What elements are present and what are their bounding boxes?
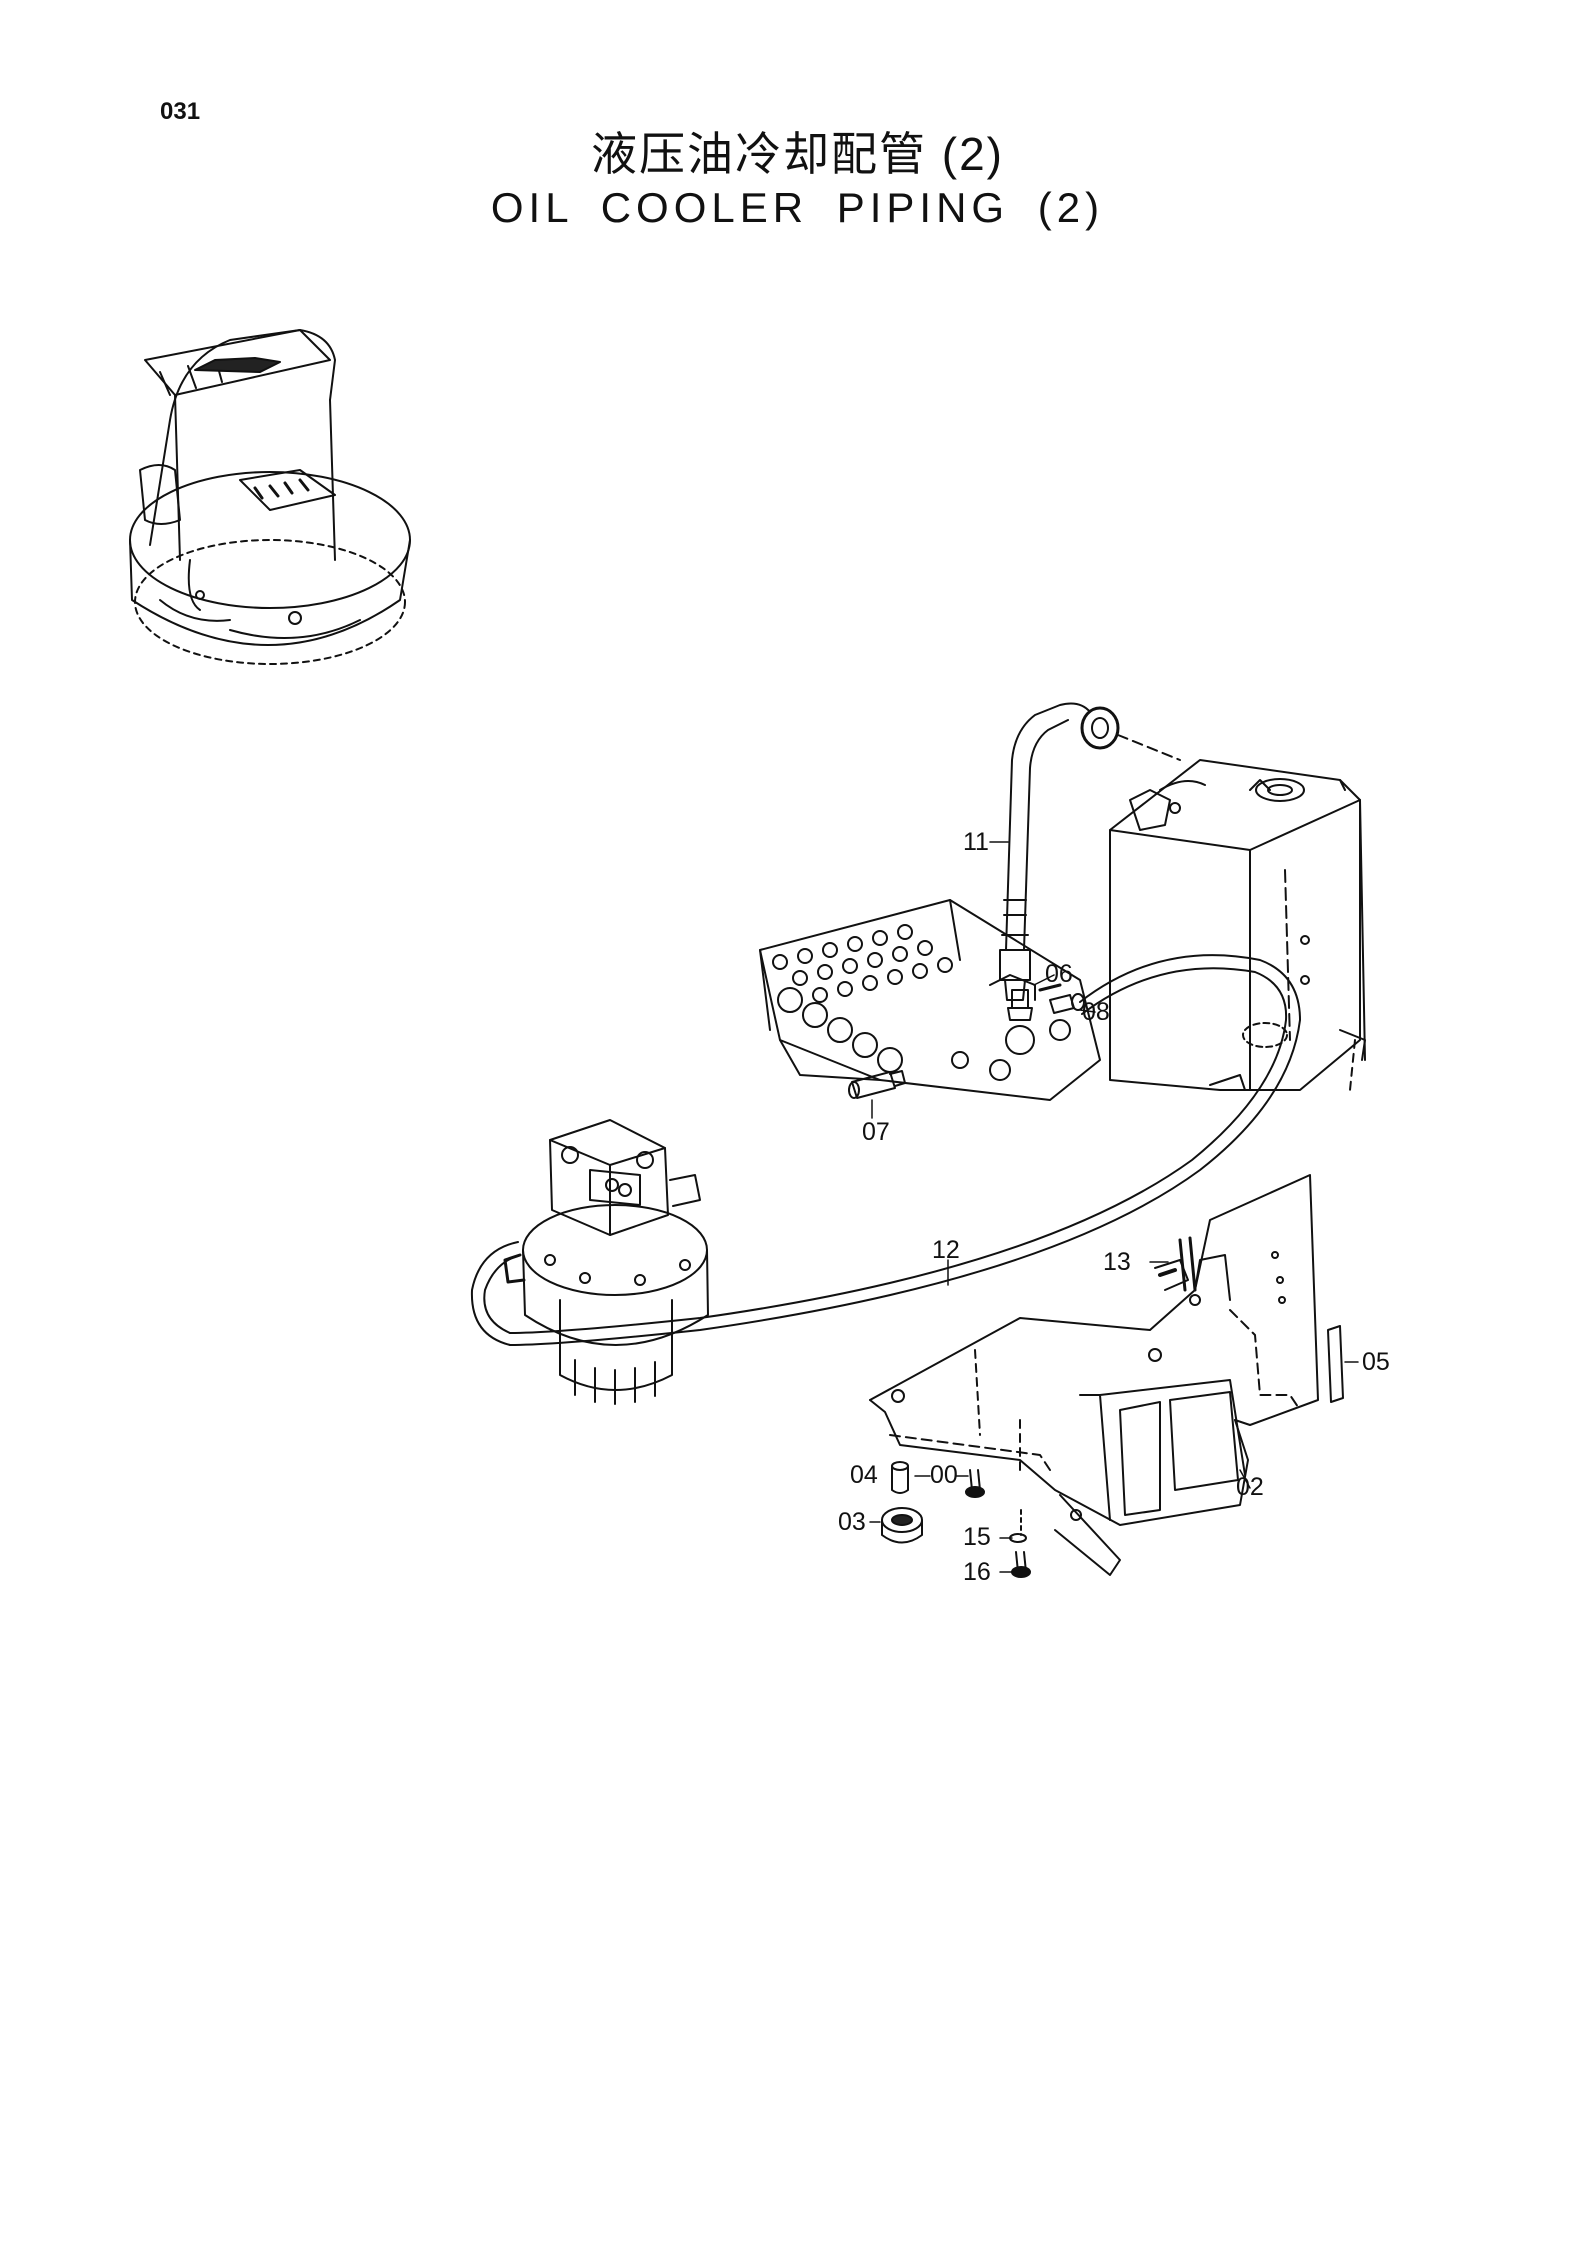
callout-15: 15 xyxy=(963,1523,991,1551)
hose-11-drawing xyxy=(999,702,1181,1001)
cushion-03-drawing xyxy=(881,1507,923,1544)
bolt-16-drawing xyxy=(1011,1509,1031,1578)
title-english: OIL COOLER PIPING (2) xyxy=(490,184,1105,231)
callout-12: 12 xyxy=(932,1236,960,1264)
callout-16: 16 xyxy=(963,1558,991,1586)
title-chinese: 液压油冷却配管 (2) xyxy=(591,128,1004,180)
fitting-06-drawing xyxy=(1007,989,1033,1021)
plug-07-drawing xyxy=(848,1070,906,1099)
callout-11: 11 xyxy=(963,828,989,856)
callout-08: 08 xyxy=(1082,998,1110,1026)
valve-spools xyxy=(772,924,1071,1081)
callout-00: 00 xyxy=(930,1461,958,1489)
callout-04: 04 xyxy=(850,1461,878,1489)
plate-05-drawing xyxy=(1327,1325,1344,1403)
callout-06: 06 xyxy=(1045,960,1073,988)
bolt-00-drawing xyxy=(965,1469,985,1498)
callout-13: 13 xyxy=(1103,1248,1131,1276)
callout-07: 07 xyxy=(862,1118,890,1146)
spacer-04-drawing xyxy=(891,1461,909,1494)
leader-lines xyxy=(869,841,1359,1573)
fitting-08-drawing xyxy=(1049,993,1085,1014)
swing-motor-drawing xyxy=(503,1119,709,1405)
bracket-02-drawing xyxy=(869,1174,1319,1576)
callout-02: 02 xyxy=(1236,1473,1264,1501)
callout-05: 05 xyxy=(1362,1348,1390,1376)
control-valve-drawing xyxy=(759,899,1101,1101)
hose-12-drawing xyxy=(470,954,1301,1346)
page-number: 031 xyxy=(160,98,201,125)
hydraulic-tank-drawing xyxy=(1109,759,1366,1091)
pipe-13-drawing xyxy=(1154,1236,1197,1292)
machine-overview-drawing xyxy=(129,329,411,665)
callout-03: 03 xyxy=(838,1508,866,1536)
